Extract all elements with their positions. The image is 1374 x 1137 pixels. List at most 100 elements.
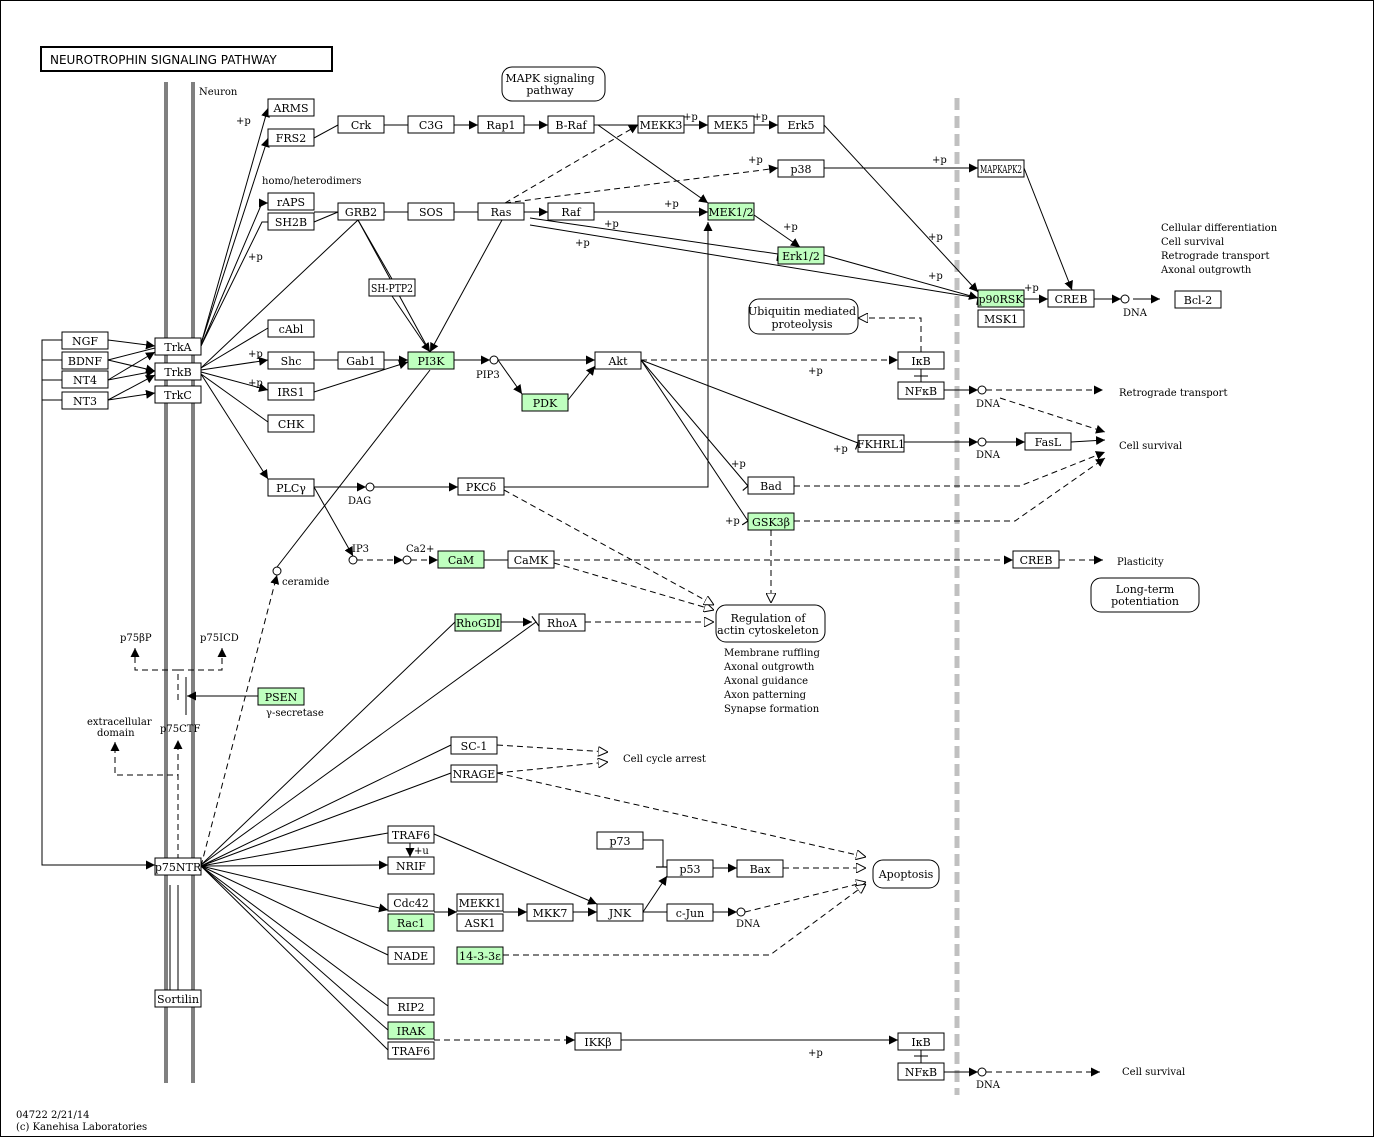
gene-node-mkk7[interactable]: MKK7 [526, 903, 574, 922]
gene-node-traf6a[interactable]: TRAF6 [387, 825, 435, 844]
compound-ip3[interactable] [348, 555, 358, 565]
gene-node-nt3[interactable]: NT3 [61, 391, 109, 410]
gene-node-frs2[interactable]: FRS2 [267, 128, 315, 147]
gene-node-sh2b[interactable]: SH2B [267, 212, 315, 231]
gene-node-jnk[interactable]: JNK [596, 903, 644, 922]
gene-node-creb1[interactable]: CREB [1047, 289, 1095, 308]
gene-node-camk[interactable]: CaMK [507, 550, 555, 569]
gene-node-pi3k[interactable]: PI3K [407, 351, 455, 370]
compound-dna3[interactable] [977, 437, 987, 447]
gene-node-raps[interactable]: rAPS [267, 192, 315, 211]
gene-node-ikb2[interactable]: IκB [897, 1032, 945, 1051]
gene-node-shc[interactable]: Shc [267, 351, 315, 370]
edge [794, 457, 1106, 522]
map-long-term-potentiation[interactable]: Long-term potentiation [1090, 577, 1200, 613]
gene-node-irak[interactable]: IRAK [387, 1021, 435, 1040]
gene-node-trkc[interactable]: TrkC [154, 385, 202, 404]
gene-node-plcg[interactable]: PLCγ [267, 478, 315, 497]
gene-node-psen[interactable]: PSEN [257, 687, 305, 706]
gene-node-akt[interactable]: Akt [594, 351, 642, 370]
gene-node-c3g[interactable]: C3G [407, 115, 455, 134]
gene-node-pkcd[interactable]: PKCδ [457, 477, 505, 496]
gene-node-box [154, 337, 202, 356]
compound-ceramide[interactable] [272, 566, 282, 576]
gene-node-msk1[interactable]: MSK1 [977, 309, 1025, 328]
gene-node-mek5[interactable]: MEK5 [707, 115, 755, 134]
gene-node-braf[interactable]: B-Raf [547, 115, 595, 134]
gene-node-nfkb1[interactable]: NFκB [897, 381, 945, 400]
compound-dna1[interactable] [1120, 294, 1130, 304]
gene-node-bax[interactable]: Bax [736, 859, 784, 878]
gene-node-mekk1[interactable]: MEKK1 [456, 893, 504, 912]
gene-node-irs1[interactable]: IRS1 [267, 382, 315, 401]
gene-node-label: IκB [911, 355, 930, 368]
gene-node-sc1[interactable]: SC-1 [450, 736, 498, 755]
gene-node-crk[interactable]: Crk [337, 115, 385, 134]
gene-node-h1433[interactable]: 14-3-3ε [456, 946, 504, 965]
gene-node-trkb[interactable]: TrkB [154, 362, 202, 381]
gene-node-p90rsk[interactable]: p90RSK [977, 289, 1025, 308]
gene-node-erk5[interactable]: Erk5 [777, 115, 825, 134]
gene-node-traf6b[interactable]: TRAF6 [387, 1041, 435, 1060]
gene-node-sortilin[interactable]: Sortilin [154, 989, 202, 1008]
gene-node-ngf[interactable]: NGF [61, 331, 109, 350]
gene-node-rac1[interactable]: Rac1 [387, 913, 435, 932]
gene-node-nt4[interactable]: NT4 [61, 370, 109, 389]
map-ubiquitin[interactable]: Ubiquitin mediated proteolysis [748, 298, 859, 335]
gene-node-sos[interactable]: SOS [407, 202, 455, 221]
gene-node-pdk[interactable]: PDK [521, 393, 569, 412]
gene-node-erk12[interactable]: Erk1/2 [777, 246, 825, 265]
gene-node-bad[interactable]: Bad [747, 476, 795, 495]
gene-node-cabl[interactable]: cAbl [267, 319, 315, 338]
gene-node-p53[interactable]: p53 [666, 859, 714, 878]
gene-node-fkhrl1[interactable]: FKHRL1 [857, 434, 905, 453]
gene-node-p73[interactable]: p73 [596, 831, 644, 850]
gene-node-cam[interactable]: CaM [437, 550, 485, 569]
gene-node-fasl[interactable]: FasL [1024, 432, 1072, 451]
compound-dna2[interactable] [977, 385, 987, 395]
gene-node-shptp2[interactable]: SH-PTP2 [368, 278, 416, 297]
gene-node-chk[interactable]: CHK [267, 414, 315, 433]
map-apoptosis[interactable]: Apoptosis [872, 859, 940, 889]
gene-node-nfkb2[interactable]: NFκB [897, 1062, 945, 1081]
compound-dna4[interactable] [736, 907, 746, 917]
gene-node-rip2[interactable]: RIP2 [387, 997, 435, 1016]
gene-node-mek12[interactable]: MEK1/2 [707, 202, 755, 221]
gene-node-ask1[interactable]: ASK1 [456, 913, 504, 932]
gene-node-cjun[interactable]: c-Jun [666, 903, 714, 922]
gene-node-p38[interactable]: p38 [777, 159, 825, 178]
compound-ca[interactable] [402, 555, 412, 565]
gene-node-mekk3[interactable]: MEKK3 [637, 115, 685, 134]
gene-node-nade[interactable]: NADE [387, 946, 435, 965]
gene-node-cdc42[interactable]: Cdc42 [387, 893, 435, 912]
gene-node-rap1[interactable]: Rap1 [477, 115, 525, 134]
gene-node-mapkapk2[interactable]: MAPKAPK2 [977, 159, 1025, 178]
compound-dag[interactable] [365, 482, 375, 492]
gene-node-ras[interactable]: Ras [477, 202, 525, 221]
map-mapk-signaling[interactable]: MAPK signaling pathway [501, 66, 606, 102]
gene-node-box [666, 903, 714, 922]
gene-node-label: GRB2 [345, 206, 377, 219]
gene-node-nrif[interactable]: NRIF [387, 856, 435, 875]
gene-node-bcl2[interactable]: Bcl-2 [1174, 290, 1222, 309]
gene-node-grb2[interactable]: GRB2 [337, 202, 385, 221]
gene-node-ikkb[interactable]: IKKβ [574, 1032, 622, 1051]
phospho-label: +p [248, 349, 263, 360]
gene-node-gab1[interactable]: Gab1 [337, 351, 385, 370]
phospho-label: +p [748, 155, 763, 166]
gene-node-rhogdi[interactable]: RhoGDI [454, 613, 502, 632]
compound-pip3[interactable] [489, 355, 499, 365]
compound-dna5[interactable] [977, 1067, 987, 1077]
edge [504, 222, 713, 488]
gene-node-raf[interactable]: Raf [547, 202, 595, 221]
gene-node-gsk3b[interactable]: GSK3β [747, 512, 795, 531]
gene-node-ikb1[interactable]: IκB [897, 351, 945, 370]
gene-node-nrage[interactable]: NRAGE [450, 764, 498, 783]
gene-node-creb2[interactable]: CREB [1012, 550, 1060, 569]
map-actin-cytoskeleton[interactable]: Regulation of actin cytoskeleton [715, 604, 826, 643]
gene-node-rhoa[interactable]: RhoA [538, 613, 586, 632]
gene-node-p75ntr[interactable]: p75NTR [154, 857, 202, 876]
gene-node-arms[interactable]: ARMS [267, 98, 315, 117]
gene-node-bdnf[interactable]: BDNF [61, 351, 109, 370]
gene-node-trka[interactable]: TrkA [154, 337, 202, 356]
